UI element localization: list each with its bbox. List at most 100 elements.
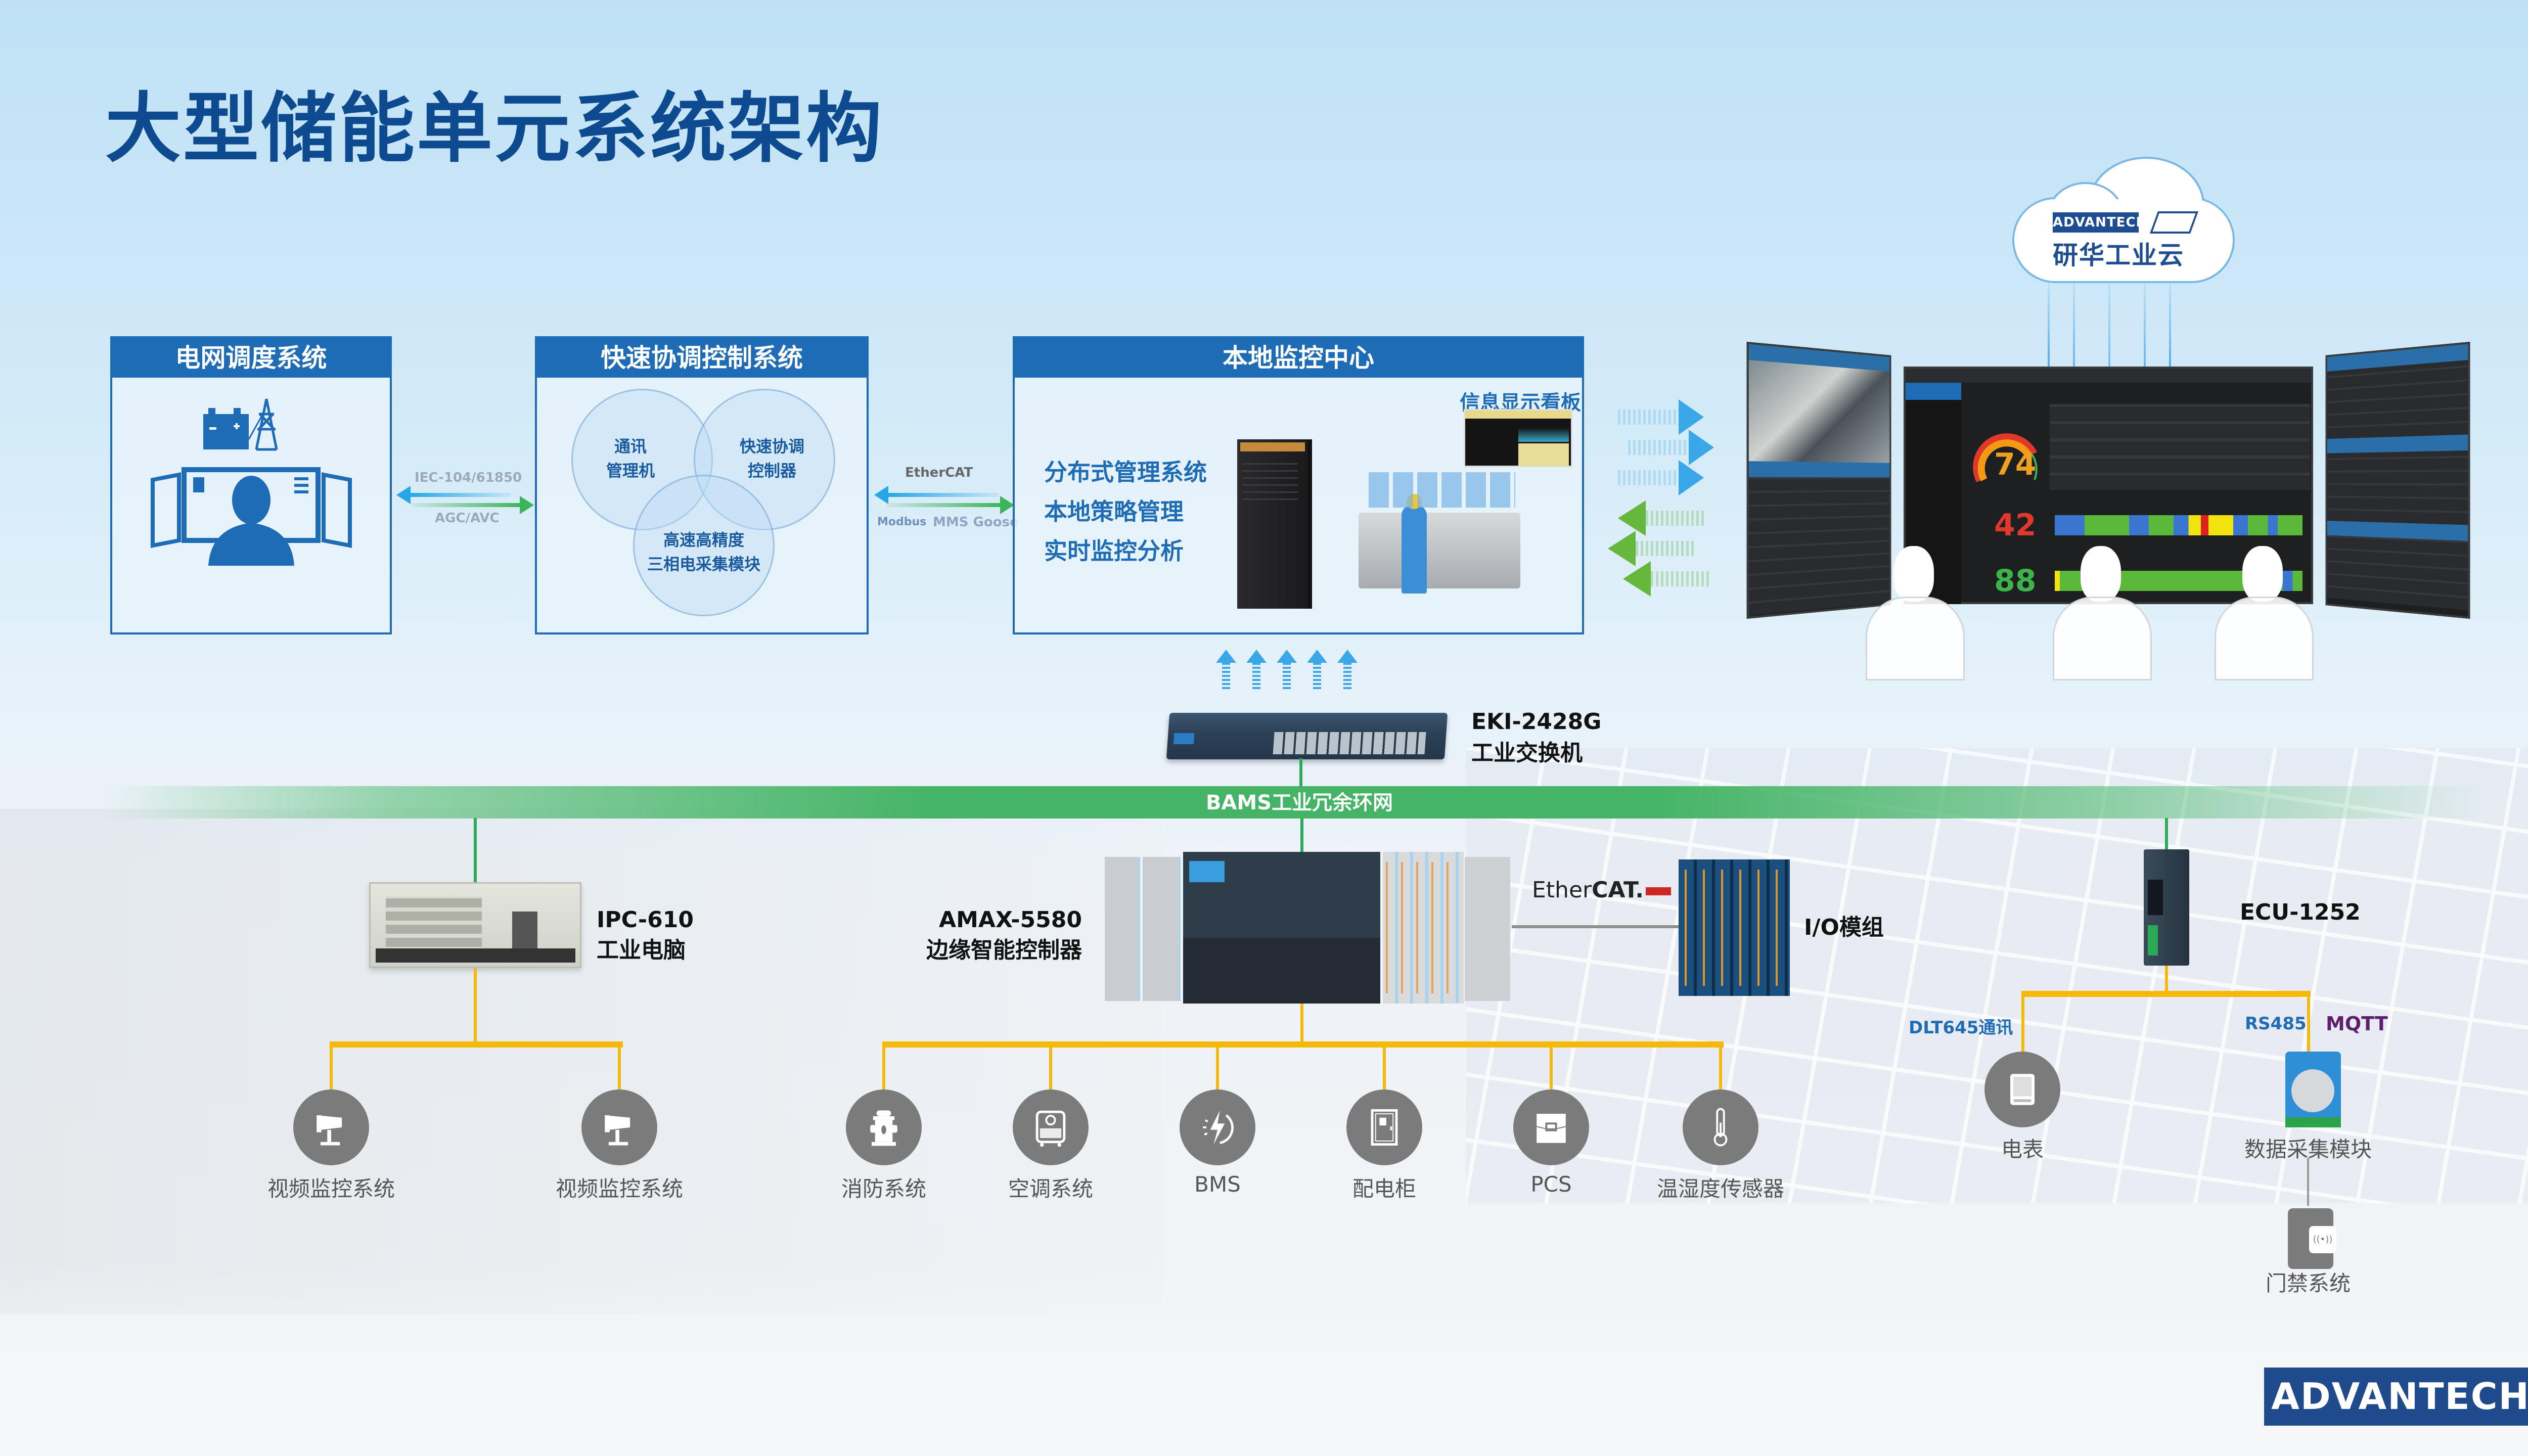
switch-name-label: 工业交换机 [1471, 740, 1583, 766]
ethercat-logo: EtherCAT. [1532, 877, 1672, 903]
downlink-arrow-right-2 [887, 496, 1014, 514]
branch-drop-line [882, 1041, 885, 1089]
center-dashboard-screen: 74 42 88 [1904, 367, 2313, 604]
eki-switch-image [1166, 713, 1448, 759]
rs485-protocol-label: RS485 [2245, 1014, 2307, 1034]
branch-drop-line [1216, 1041, 1219, 1089]
feature-realtime-analysis: 实时监控分析 [1044, 537, 1184, 565]
right-monitor-screen [2325, 341, 2470, 619]
cloud-uplink-line [2048, 283, 2050, 384]
distribution-cabinet-icon [1346, 1089, 1422, 1165]
uplink-arrow-left [396, 486, 511, 504]
background-fade [0, 1264, 2528, 1456]
switch-model-label: EKI-2428G [1471, 709, 1602, 735]
branch-drop-line [1383, 1041, 1386, 1089]
venn-label-comm-manager: 通讯 管理机 [606, 437, 655, 480]
cctv-camera-icon [293, 1089, 369, 1165]
mms-goose-label: MMS Goose [933, 515, 1019, 530]
local-monitor-title: 本地监控中心 [1015, 338, 1582, 378]
branch-drop-line [2307, 991, 2310, 1052]
bms-label: BMS [1194, 1172, 1241, 1197]
viewer-silhouette [2215, 546, 2314, 680]
utilization-value-1: 42 [1994, 508, 2037, 543]
bams-ring-network-bus [101, 786, 2488, 818]
local-monitor-features: 分布式管理系统 本地策略管理 实时监控分析 [1044, 452, 1207, 571]
ethercat-arrow-icon [1646, 887, 1672, 895]
ipc-610-image [369, 882, 581, 968]
cloud-name: 研华工业云 [2053, 241, 2184, 270]
amax-branch-line [1300, 1004, 1303, 1044]
data-flow-left-arrow-icon [1618, 500, 1709, 536]
fire-system-label: 消防系统 [841, 1176, 926, 1201]
cloud-brand-logo: ADVANTECH [2053, 212, 2147, 233]
ecu-branch-bus [2021, 991, 2311, 997]
dlt645-protocol-label: DLT645通讯 [1909, 1018, 2013, 1038]
ecu-model-label: ECU-1252 [2240, 899, 2361, 925]
grid-dispatch-box: 电网调度系统 [110, 336, 392, 634]
downlink-arrow-right [412, 496, 534, 514]
ecu-branch-line [2165, 966, 2168, 993]
venn-circle-power-acquisition [633, 475, 775, 616]
video-feed-grid [1748, 360, 1890, 463]
cloud-uplink-line [2169, 283, 2171, 384]
data-flow-left-arrow-icon [1623, 561, 1714, 597]
cctv-camera-icon [581, 1089, 657, 1165]
data-flow-right-arrow-icon [1618, 460, 1709, 495]
temp-humidity-sensor-label: 温湿度传感器 [1656, 1176, 1784, 1201]
cloud-uplink-line [2144, 283, 2146, 410]
feature-distributed-management: 分布式管理系统 [1044, 459, 1207, 486]
server-rack-image [1237, 439, 1308, 609]
io-module-image [1679, 859, 1790, 996]
operator-console-image [1359, 513, 1520, 588]
branch-drop-line [330, 1041, 333, 1089]
state-timeline-bar-1 [2055, 515, 2303, 535]
amax-branch-bus [882, 1041, 1724, 1048]
branch-drop-line [2021, 991, 2024, 1052]
io-module-label: I/O模组 [1804, 915, 1884, 940]
modbus-logo: Modbus [877, 516, 927, 528]
ipc-name-label: 工业电脑 [597, 937, 686, 963]
amax-to-bus-line [1300, 818, 1303, 853]
amax-model-label: AMAX-5580 [939, 907, 1082, 933]
advantech-cloud: ADVANTECH 研华工业云 [2002, 152, 2245, 283]
up-arrow-icon [1216, 650, 1236, 690]
viewer-silhouette [2053, 546, 2152, 680]
ipc-branch-line [474, 968, 477, 1044]
ethercat-text-light: Ether [1532, 877, 1592, 903]
background-containers-photo [0, 809, 1163, 1314]
daq-to-access-line [2307, 1158, 2309, 1206]
branch-drop-line [1049, 1041, 1052, 1089]
access-control-icon [2288, 1208, 2336, 1269]
ecu-to-bus-line [2165, 818, 2168, 851]
mqtt-logo: MQTT [2326, 1013, 2388, 1035]
branch-drop-line [618, 1041, 621, 1089]
utilization-value-2: 88 [1994, 563, 2037, 599]
amax-5580-image [1105, 852, 1512, 1004]
data-flow-right-arrow-icon [1618, 399, 1709, 435]
ethercat-connection-line [1512, 925, 1679, 928]
pcs-converter-icon [1513, 1089, 1589, 1165]
video-wall-grid [1369, 472, 1515, 508]
cloud-uplink-line [2073, 283, 2075, 410]
up-arrow-icon [1337, 650, 1358, 690]
ipc-to-bus-line [474, 818, 477, 883]
cloud-uplink-line [2108, 283, 2110, 435]
fire-hydrant-icon [846, 1089, 922, 1165]
ethercat-logo-small: EtherCAT [905, 465, 973, 480]
distribution-cabinet-label: 配电柜 [1352, 1176, 1416, 1201]
venn-label-power-acquisition: 高速高精度 三相电采集模块 [647, 530, 760, 574]
power-meter-label: 电表 [2001, 1137, 2044, 1162]
feature-local-strategy: 本地策略管理 [1044, 498, 1184, 525]
info-dashboard-thumbnail [1464, 409, 1572, 467]
amax-name-label: 边缘智能控制器 [926, 937, 1082, 963]
ipc-branch-bus [330, 1041, 623, 1048]
up-arrow-icon [1307, 650, 1327, 690]
battery-lightning-icon [1180, 1089, 1255, 1165]
ecu-1252-image [2144, 849, 2189, 966]
adam-module-icon [2285, 1052, 2341, 1127]
pcs-label: PCS [1530, 1172, 1572, 1197]
cloud-mark-icon [2149, 211, 2199, 234]
advantech-logo: ADVANTECH [2264, 1368, 2528, 1426]
background-solar-panels [1466, 748, 2528, 1203]
ethercat-text-bold: CAT. [1592, 877, 1644, 903]
